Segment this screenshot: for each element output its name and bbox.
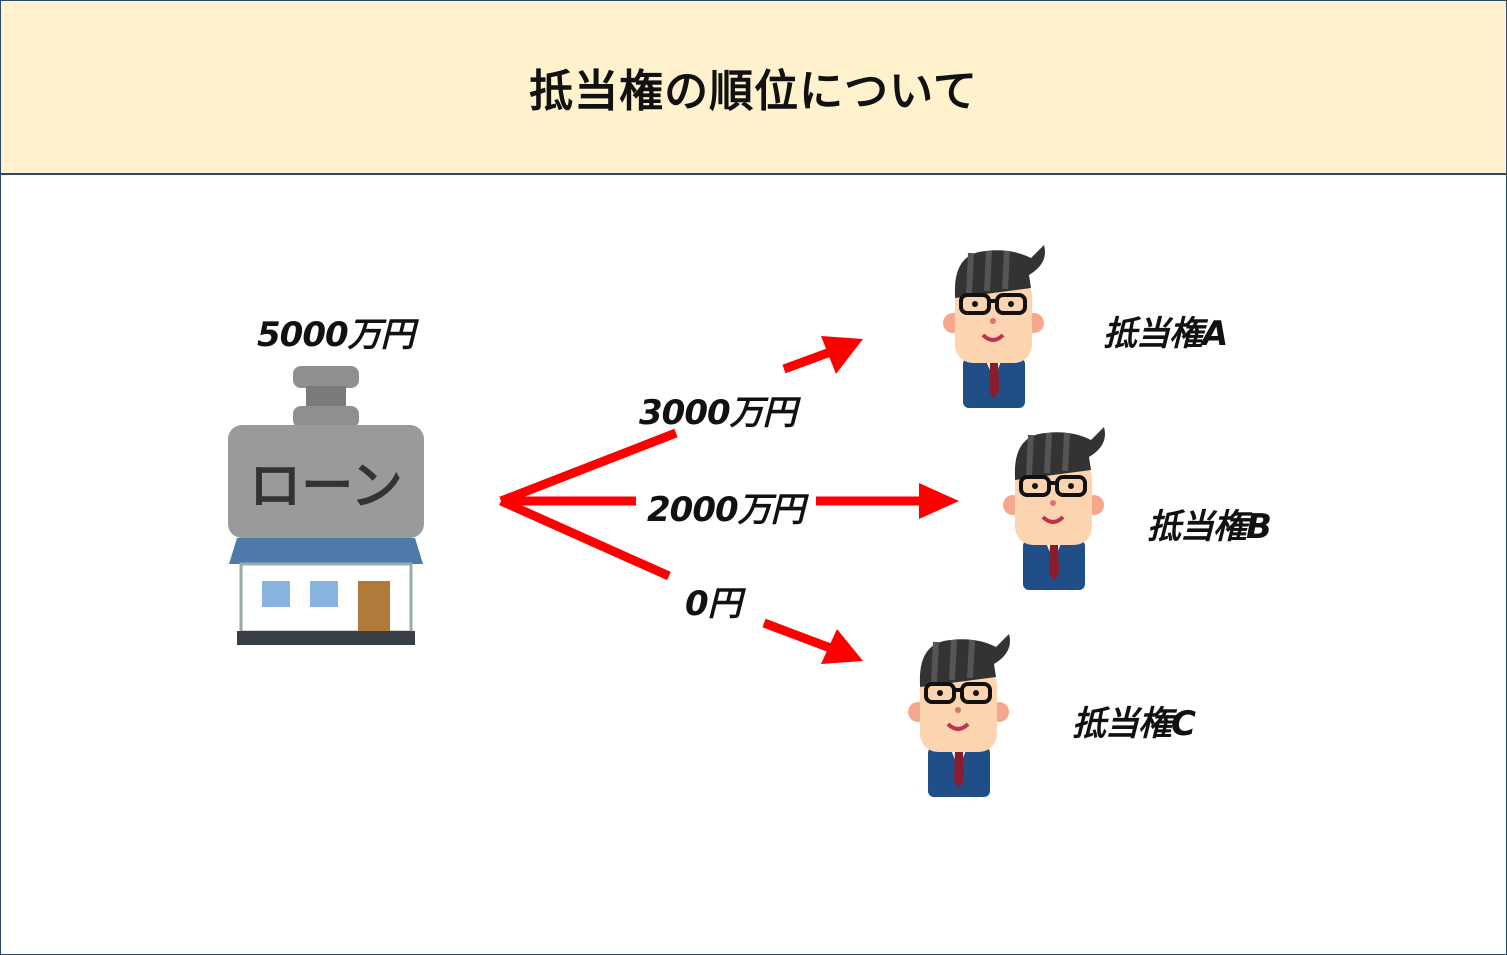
arrow-c-stem (499, 496, 671, 581)
amount-b: 2000万円 (647, 490, 805, 530)
header: 抵当権の順位について (1, 1, 1506, 175)
amount-a: 3000万円 (639, 393, 797, 433)
loan-building-illustration: ローン (228, 366, 424, 645)
property-value: 5000万円 (257, 315, 415, 355)
creditor-b-avatar (1003, 427, 1105, 590)
creditor-a-avatar (943, 245, 1045, 408)
loan-sign-text: ローン (249, 457, 402, 517)
amount-c: 0円 (685, 584, 742, 624)
arrow-b-head (919, 483, 959, 519)
arrow-c-line (762, 618, 835, 654)
arrow-a-line (782, 346, 835, 374)
holder-b: 抵当権B (1147, 507, 1272, 547)
holder-a: 抵当権A (1103, 314, 1228, 354)
distribution-arrows (499, 336, 959, 664)
page-title: 抵当権の順位について (529, 66, 978, 117)
creditor-c-avatar (908, 634, 1010, 797)
arrow-a-stem (499, 428, 678, 506)
holder-c: 抵当権C (1072, 704, 1196, 744)
arrow-a-head (821, 336, 863, 374)
arrow-c-head (821, 629, 863, 664)
